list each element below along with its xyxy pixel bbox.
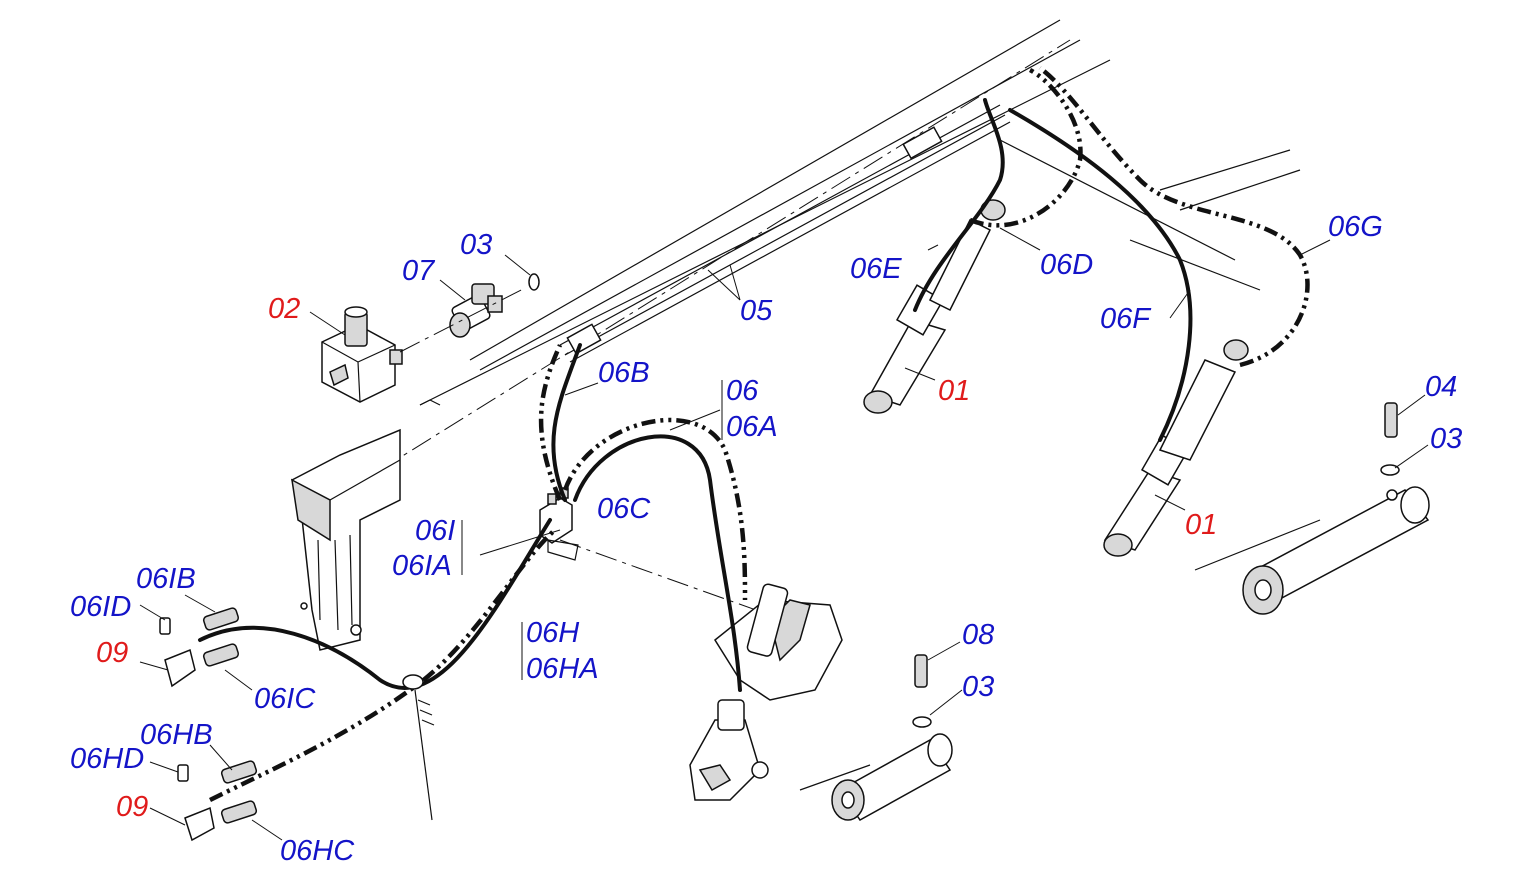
label-06B: 06B	[598, 357, 650, 389]
left-column	[291, 399, 441, 651]
frame-outline	[379, 19, 1321, 791]
valve-block	[321, 306, 403, 403]
label-05: 05	[740, 295, 773, 327]
part-labels: 02 07 03 05 06B 06 06A 06C 06I 06IA 06H …	[70, 211, 1462, 867]
label-06IA: 06IA	[392, 550, 452, 582]
tee-fitting	[399, 273, 540, 353]
label-06: 06	[726, 375, 759, 407]
label-06A: 06A	[726, 411, 778, 443]
label-06IC: 06IC	[254, 683, 316, 715]
label-06HA: 06HA	[526, 653, 599, 685]
label-08: 08	[962, 619, 994, 651]
label-06HD: 06HD	[70, 743, 144, 775]
label-06IB: 06IB	[136, 563, 196, 595]
label-06I: 06I	[415, 515, 455, 547]
label-06F: 06F	[1100, 303, 1152, 335]
cylinder-lower-right	[1242, 402, 1430, 615]
label-06HB: 06HB	[140, 719, 213, 751]
label-09-upper: 09	[96, 637, 128, 669]
rail-tube	[559, 104, 1011, 363]
label-06ID: 06ID	[70, 591, 131, 623]
label-02: 02	[268, 293, 300, 325]
label-06E: 06E	[850, 253, 902, 285]
cylinder-lower-center	[831, 654, 953, 821]
label-01-lower: 01	[1185, 509, 1217, 541]
lower-linkage	[689, 583, 843, 801]
label-06H: 06H	[526, 617, 579, 649]
label-06G: 06G	[1328, 211, 1383, 243]
couplers	[159, 607, 258, 842]
label-06C: 06C	[597, 493, 651, 525]
leader-lines	[139, 227, 1429, 841]
label-01-upper: 01	[938, 375, 970, 407]
cylinder-upper-right	[1103, 339, 1249, 557]
label-06D: 06D	[1040, 249, 1093, 281]
label-03-right: 03	[1430, 423, 1462, 455]
label-03-bottom: 03	[962, 671, 994, 703]
label-06HC: 06HC	[280, 835, 355, 867]
label-09-lower: 09	[116, 791, 148, 823]
label-03-top: 03	[460, 229, 492, 261]
hose-lines	[198, 66, 1310, 803]
label-07: 07	[402, 255, 436, 287]
cylinder-upper-left	[863, 199, 1006, 414]
label-04: 04	[1425, 371, 1457, 403]
hose-support-post	[402, 674, 435, 821]
